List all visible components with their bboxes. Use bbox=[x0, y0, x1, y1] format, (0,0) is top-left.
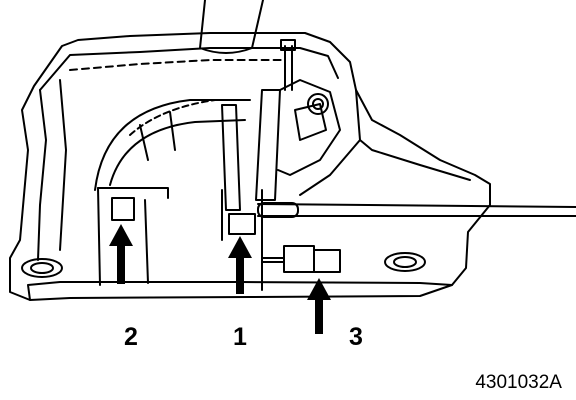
arrow-2 bbox=[109, 224, 133, 284]
mount-hole-left bbox=[21, 258, 63, 278]
housing-outline bbox=[9, 32, 491, 301]
housing-right-face bbox=[299, 89, 471, 196]
mount-hole-right bbox=[384, 252, 426, 272]
shift-cable bbox=[257, 203, 576, 217]
callout-label-3: 3 bbox=[349, 323, 363, 351]
pivot-bolt bbox=[307, 93, 329, 115]
callout-label-2: 2 bbox=[124, 323, 138, 351]
switch-1-body bbox=[228, 213, 256, 235]
connector-3-plug bbox=[313, 249, 341, 273]
mount-hole-right-inner bbox=[393, 256, 417, 268]
selector-shaft bbox=[221, 89, 281, 211]
shift-lever bbox=[199, 0, 264, 54]
figure-code: 4301032A bbox=[475, 372, 562, 393]
top-rod-cap bbox=[280, 39, 296, 51]
switch-2-support bbox=[97, 187, 149, 286]
mount-hole-left-inner bbox=[30, 262, 54, 274]
housing-top-rim-dashed bbox=[69, 59, 286, 71]
gate-plate-teeth bbox=[129, 99, 216, 136]
top-rod bbox=[284, 45, 293, 91]
housing-top-rim bbox=[39, 47, 339, 91]
selector-mechanism bbox=[277, 79, 341, 176]
switch-1-bracket bbox=[221, 189, 263, 291]
arrow-3 bbox=[307, 278, 331, 334]
switch-2-bracket bbox=[97, 187, 169, 199]
housing-left-wall bbox=[37, 79, 67, 261]
connector-3-wire bbox=[261, 257, 285, 263]
gate-plate bbox=[94, 99, 251, 191]
housing-bottom-edge bbox=[27, 281, 453, 301]
cable-end bbox=[257, 202, 299, 218]
callout-label-1: 1 bbox=[233, 323, 247, 351]
switch-2-body bbox=[111, 197, 135, 221]
connector-3-body bbox=[283, 245, 315, 273]
arrow-1 bbox=[228, 236, 252, 294]
pivot-bolt-inner bbox=[312, 98, 324, 110]
